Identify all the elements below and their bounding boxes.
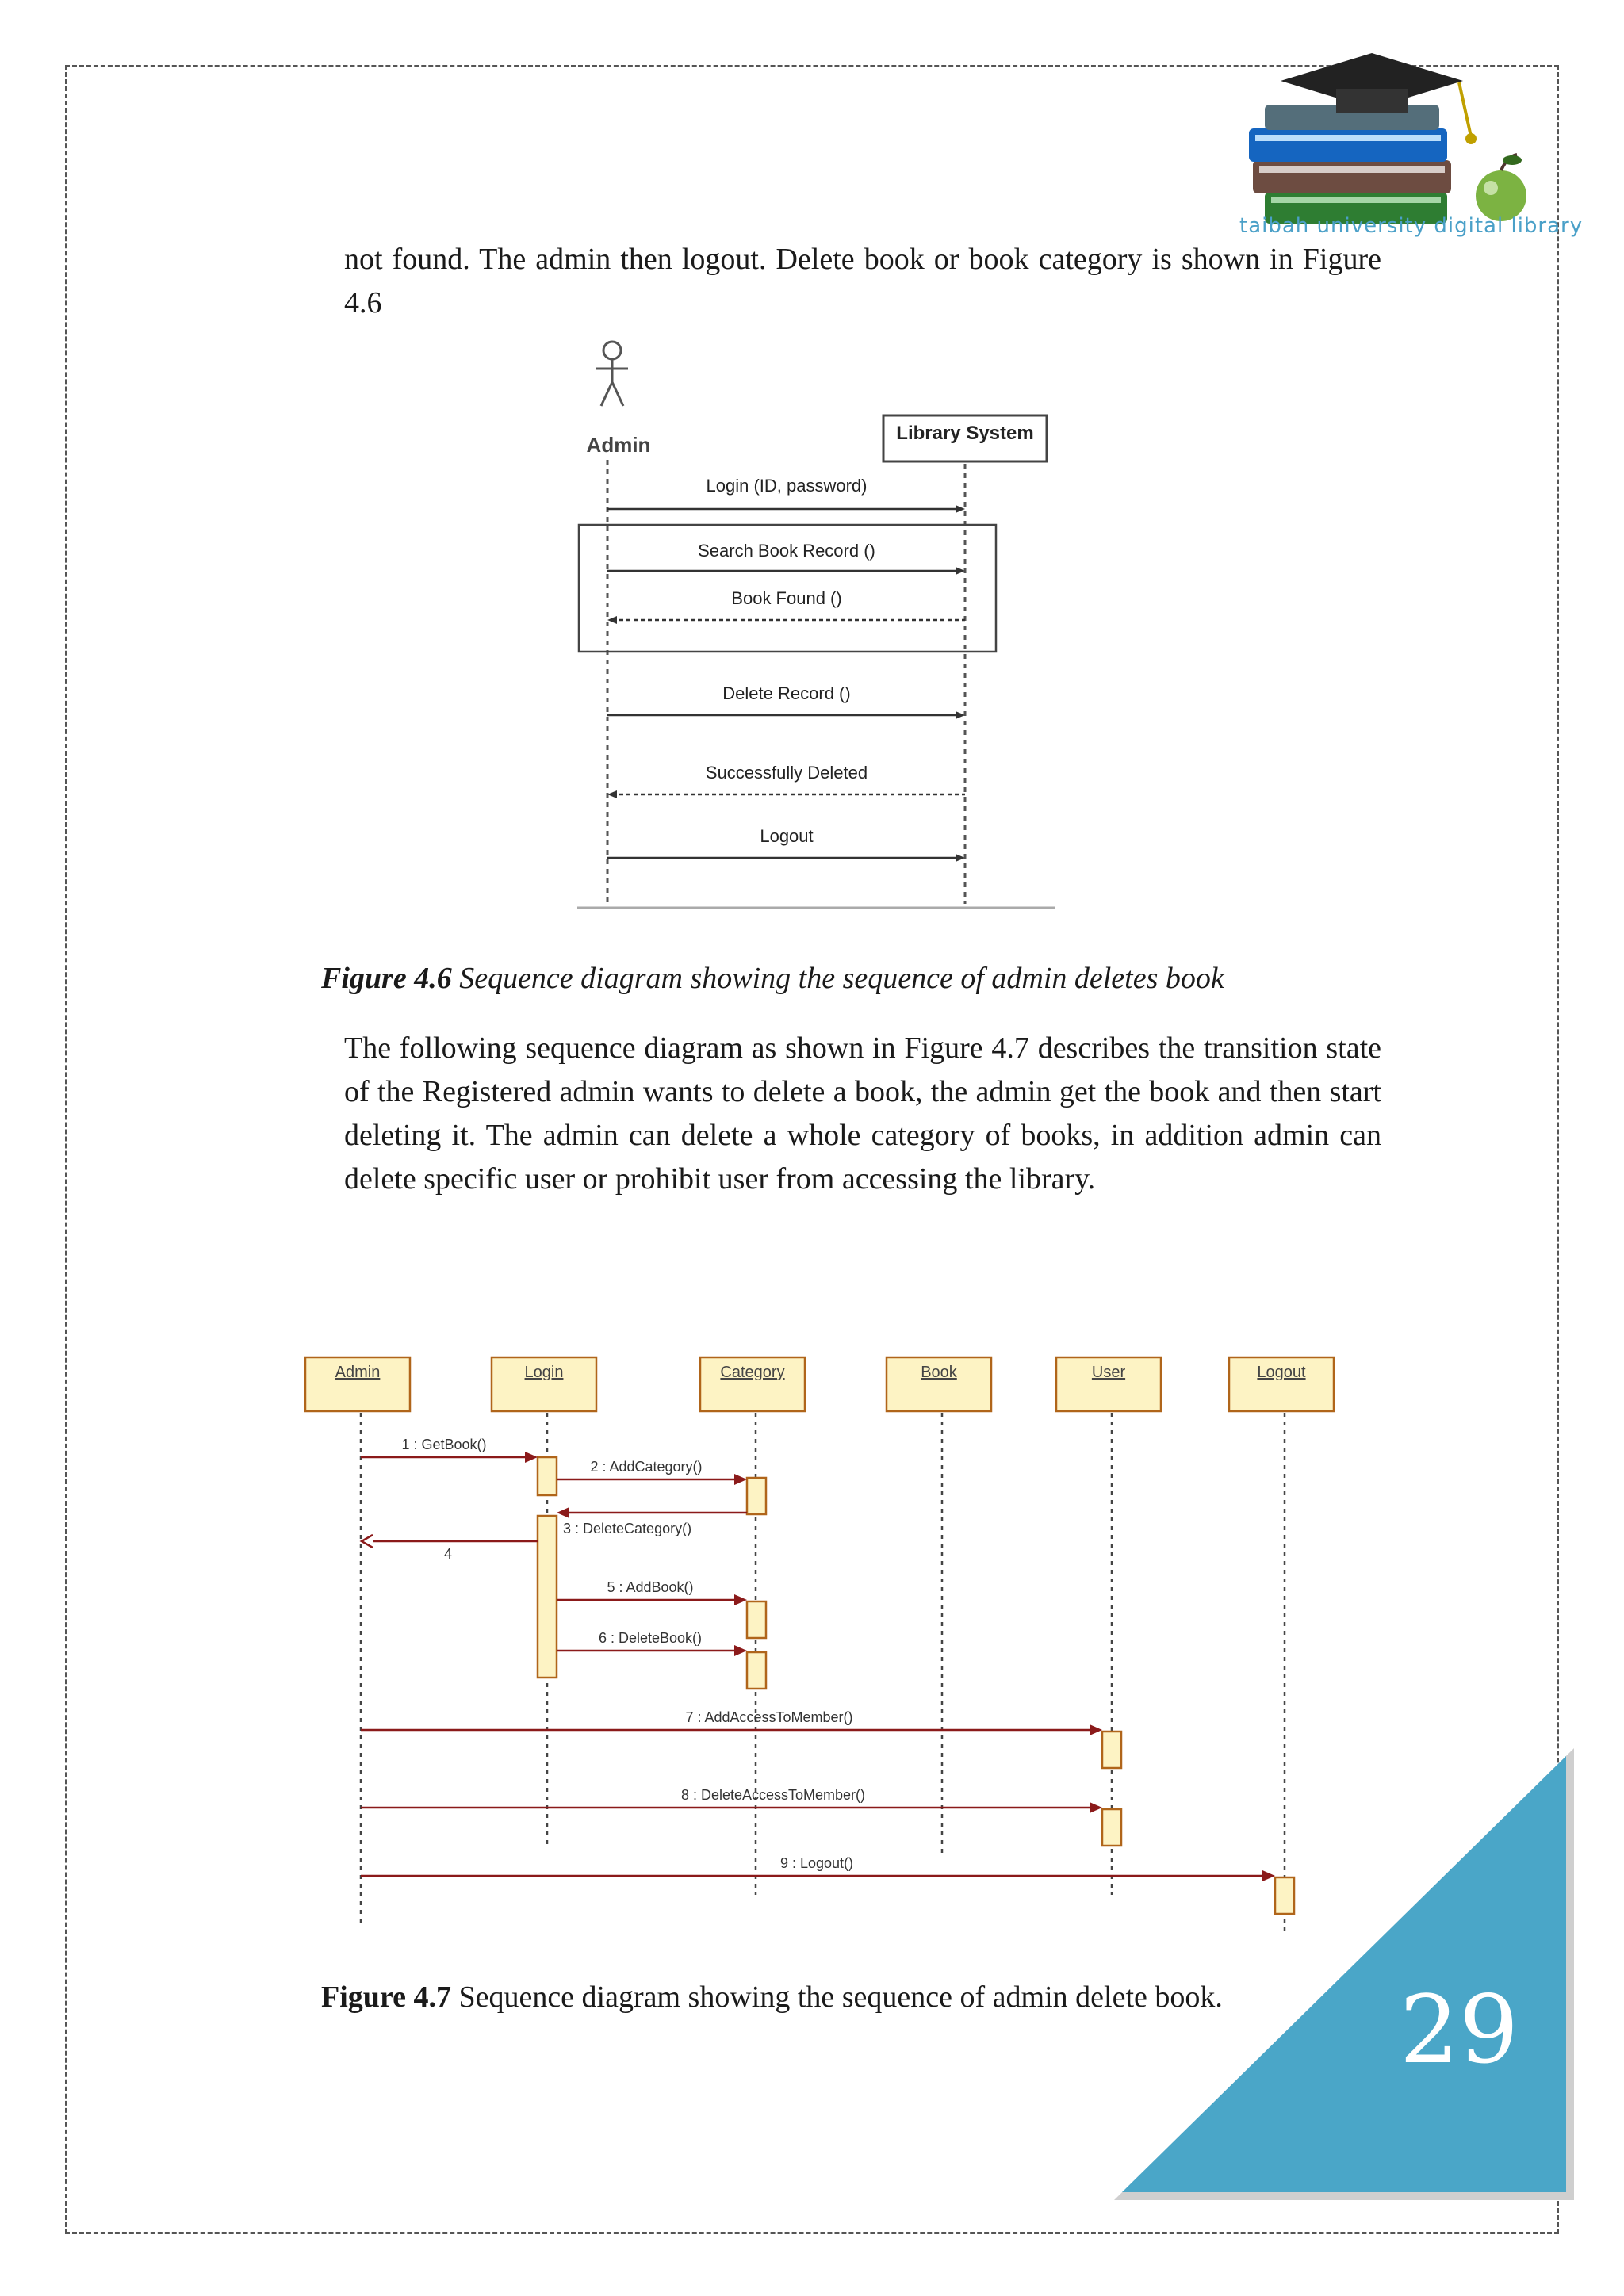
lifeline-login: Login [490, 1356, 598, 1413]
msg-successfully-deleted: Successfully Deleted [706, 763, 868, 783]
actor-admin-label: Admin [587, 433, 651, 457]
lifeline-logout: Logout [1228, 1356, 1335, 1413]
lifeline-logout-label: Logout [1257, 1364, 1306, 1381]
msg-5-addbook: 5 : AddBook() [607, 1579, 693, 1595]
msg-8-deleteaccesstomember: 8 : DeleteAccessToMember() [681, 1787, 865, 1803]
figure-4-6-caption: Figure 4.6 Sequence diagram showing the … [321, 959, 1431, 997]
msg-logout: Logout [760, 826, 813, 846]
figure-4-7-caption: Figure 4.7 Sequence diagram showing the … [321, 1978, 1431, 2016]
page-border [65, 65, 1559, 2234]
lifeline-category: Category [699, 1356, 806, 1413]
figure-4-6-label: Figure 4.6 [321, 962, 452, 995]
msg-9-logout: 9 : Logout() [780, 1855, 853, 1871]
msg-book-found: Book Found () [731, 588, 841, 608]
msg-4-return: 4 [444, 1546, 452, 1562]
page-corner-triangle [1106, 1740, 1582, 2216]
lifeline-book: Book [885, 1356, 993, 1413]
msg-login: Login (ID, password) [707, 476, 868, 496]
msg-3-deletecategory: 3 : DeleteCategory() [563, 1521, 691, 1536]
page-number: 29 [1399, 1975, 1519, 2084]
lifeline-book-label: Book [921, 1364, 958, 1381]
msg-delete-record: Delete Record () [722, 683, 850, 703]
msg-search-book-record: Search Book Record () [698, 541, 875, 561]
figure-4-6-text: Sequence diagram showing the sequence of… [459, 962, 1224, 995]
lifeline-admin-label: Admin [335, 1364, 381, 1381]
lifeline-admin: Admin [304, 1356, 412, 1413]
msg-2-addcategory: 2 : AddCategory() [590, 1459, 702, 1475]
msg-6-deletebook: 6 : DeleteBook() [599, 1630, 702, 1646]
figure-4-7-text: Sequence diagram showing the sequence of… [458, 1980, 1223, 2014]
admin-actor-icon [596, 340, 628, 407]
msg-1-getbook: 1 : GetBook() [401, 1437, 486, 1452]
lifeline-user: User [1055, 1356, 1162, 1413]
lifeline-category-label: Category [720, 1364, 784, 1381]
figure-4-7-diagram: Admin Login Category Book User Logout [293, 1348, 1356, 1934]
lifeline-login-label: Login [525, 1364, 564, 1381]
figure-4-7-label: Figure 4.7 [321, 1980, 451, 2014]
lifeline-user-label: User [1092, 1364, 1126, 1381]
paragraph-intro: not found. The admin then logout. Delete… [344, 243, 1381, 320]
library-system-label: Library System [896, 423, 1033, 444]
books-graduation-cap-apple-logo [1249, 53, 1526, 224]
msg-7-addaccesstomember: 7 : AddAccessToMember() [685, 1709, 852, 1725]
logo-text: taibah university digital library [1239, 214, 1584, 238]
library-logo [1233, 49, 1534, 247]
figure-4-6-diagram: Admin Library System Login (ID, password… [555, 333, 1078, 920]
paragraph-description: The following sequence diagram as shown … [344, 1031, 1381, 1196]
library-system-box [882, 414, 1048, 463]
loop-fragment [577, 523, 998, 653]
